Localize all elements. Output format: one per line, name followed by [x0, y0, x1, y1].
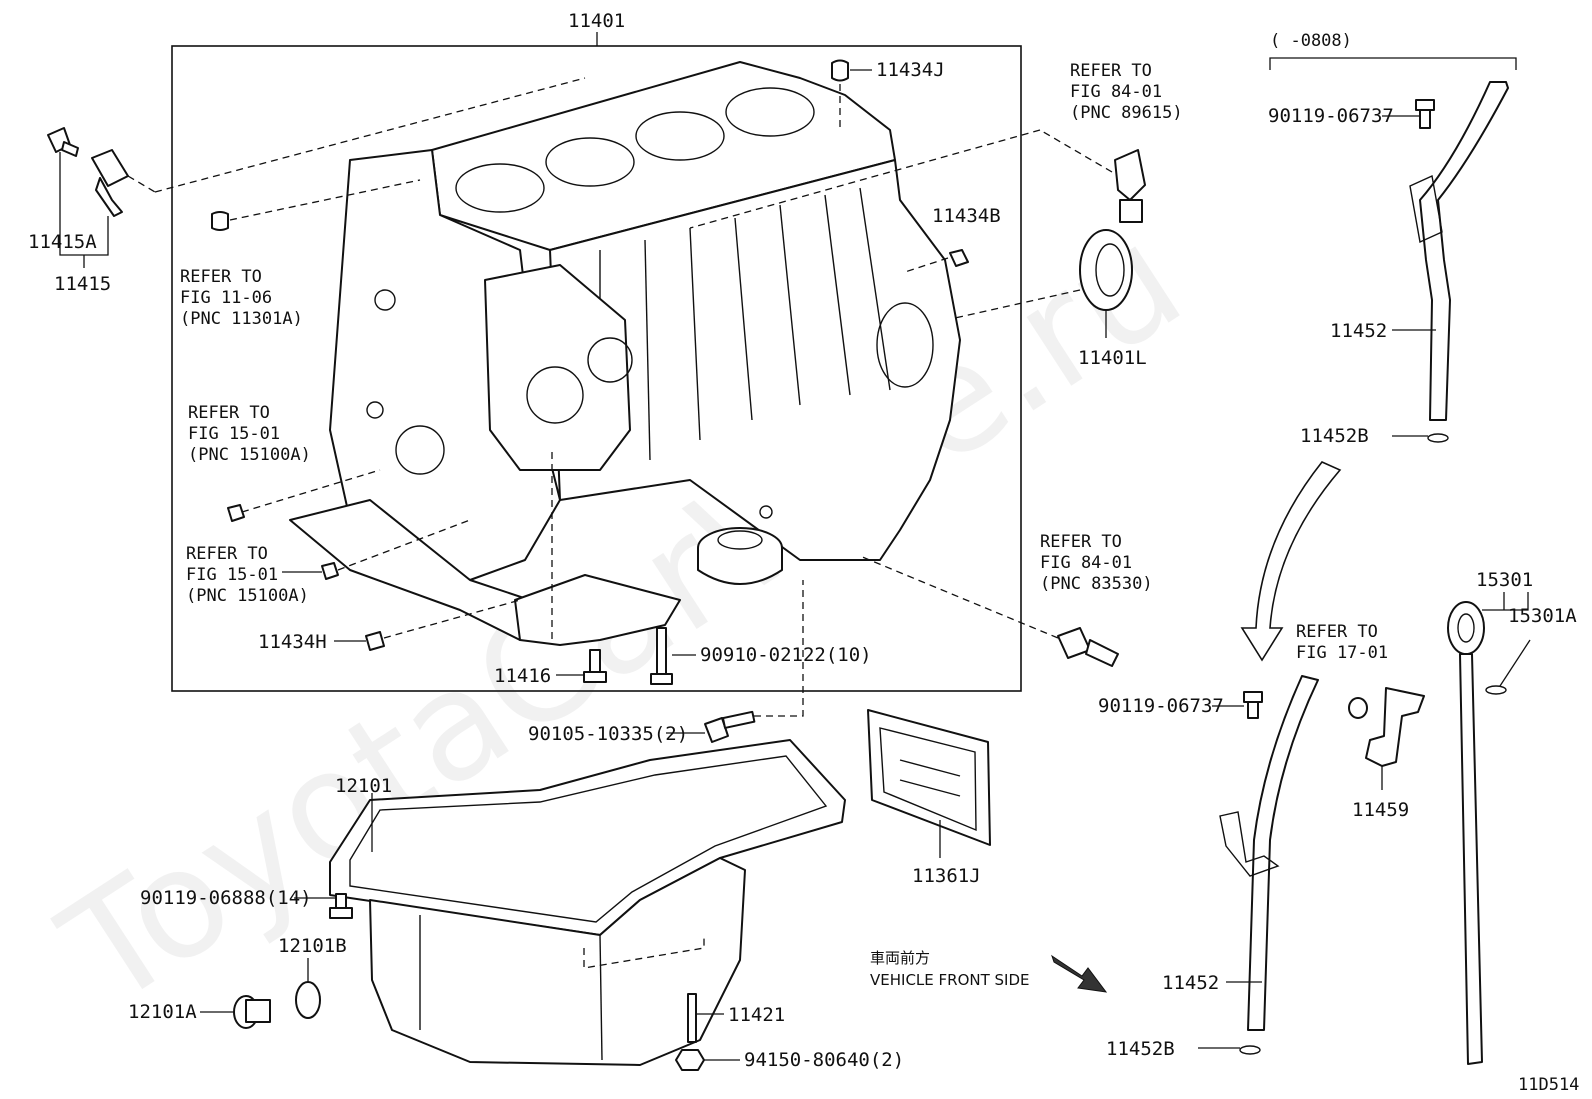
dowel-pin-upper[interactable] — [211, 211, 229, 231]
ref-fig-84-01-lower[interactable]: REFER TO FIG 84-01 (PNC 83530) — [1040, 532, 1153, 594]
knock-sensor[interactable] — [1114, 149, 1146, 223]
ref-line: REFER TO — [186, 544, 268, 564]
label-15301A[interactable]: 15301A — [1508, 605, 1577, 627]
oil-seal-11401L[interactable] — [1079, 229, 1133, 311]
bolt-11416[interactable] — [583, 649, 607, 683]
ref-line: FIG 15-01 — [188, 424, 280, 444]
stud-11421[interactable] — [687, 993, 697, 1043]
fitting-11415A[interactable] — [47, 127, 79, 157]
label-11415A[interactable]: 11415A — [28, 231, 97, 253]
ref-line: REFER TO — [1296, 622, 1378, 642]
figure-code: 11D514 — [1518, 1075, 1579, 1095]
ref-line: FIG 15-01 — [186, 565, 278, 585]
front-side-en: VEHICLE FRONT SIDE — [870, 971, 1030, 989]
date-range-bracket — [1269, 57, 1517, 70]
label-11434H[interactable]: 11434H — [258, 631, 327, 653]
ref-line: (PNC 89615) — [1070, 103, 1183, 123]
drain-plug-12101A[interactable] — [233, 995, 271, 1029]
front-side-jp: 車両前方 — [870, 949, 930, 967]
label-11452-lower[interactable]: 11452 — [1162, 972, 1219, 994]
label-90119-06888[interactable]: 90119-06888(14) — [140, 887, 312, 909]
ref-line: REFER TO — [1040, 532, 1122, 552]
front-arrow-icon — [1051, 954, 1108, 993]
label-11452-upper[interactable]: 11452 — [1330, 320, 1387, 342]
label-11434B[interactable]: 11434B — [932, 205, 1001, 227]
label-12101[interactable]: 12101 — [335, 775, 392, 797]
ref-line: FIG 11-06 — [180, 288, 272, 308]
label-11416[interactable]: 11416 — [494, 665, 551, 687]
label-94150-80640[interactable]: 94150-80640(2) — [744, 1049, 904, 1071]
oil-pan-12101[interactable] — [329, 739, 846, 1066]
bolt-90105-10335[interactable] — [704, 710, 756, 743]
dipstick-15301[interactable] — [1447, 601, 1485, 1065]
ref-line: REFER TO — [188, 403, 270, 423]
ref-fig-15-01-upper[interactable]: REFER TO FIG 15-01 (PNC 15100A) — [188, 403, 311, 465]
label-11452B-upper[interactable]: 11452B — [1300, 425, 1369, 447]
bolt-90119-06737-upper[interactable] — [1415, 99, 1435, 129]
label-12101A[interactable]: 12101A — [128, 1001, 197, 1023]
ref-line: REFER TO — [1070, 61, 1152, 81]
replacement-arrow-icon — [1240, 461, 1342, 662]
ref-line: REFER TO — [180, 267, 262, 287]
ref-line: (PNC 83530) — [1040, 574, 1153, 594]
ref-line: FIG 84-01 — [1070, 82, 1162, 102]
label-11459[interactable]: 11459 — [1352, 799, 1409, 821]
dipstick-guide-lower[interactable] — [1219, 675, 1319, 1031]
label-11401[interactable]: 11401 — [568, 10, 625, 32]
date-range: ( -0808) — [1270, 31, 1352, 51]
ref-line: FIG 17-01 — [1296, 643, 1388, 663]
o-ring-11452B-lower[interactable] — [1239, 1045, 1261, 1055]
label-11434J[interactable]: 11434J — [876, 59, 945, 81]
bolt-90119-06888[interactable] — [329, 893, 353, 919]
ref-line: FIG 84-01 — [1040, 553, 1132, 573]
pin-11434J[interactable] — [831, 59, 849, 82]
dipstick-guide-upper[interactable] — [1409, 81, 1509, 421]
cylinder-block-drawing[interactable] — [289, 61, 961, 646]
cover-11361J[interactable] — [867, 709, 991, 846]
ref-line: (PNC 11301A) — [180, 309, 303, 329]
ref-fig-11-06[interactable]: REFER TO FIG 11-06 (PNC 11301A) — [180, 267, 303, 329]
label-11415[interactable]: 11415 — [54, 273, 111, 295]
ref-line: (PNC 15100A) — [186, 586, 309, 606]
label-90910-02122[interactable]: 90910-02122(10) — [700, 644, 872, 666]
label-12101B[interactable]: 12101B — [278, 935, 347, 957]
pin-11434B[interactable] — [949, 249, 969, 267]
union-11415[interactable] — [91, 149, 129, 217]
dowel-pin-mid[interactable] — [227, 504, 245, 522]
o-ring-11452B-upper[interactable] — [1427, 433, 1449, 443]
label-90119-06737-upper[interactable]: 90119-06737 — [1268, 105, 1394, 127]
label-15301[interactable]: 15301 — [1476, 569, 1533, 591]
washer-12101B[interactable] — [295, 981, 321, 1019]
pin-11434H[interactable] — [365, 631, 385, 651]
ref-fig-84-01-upper[interactable]: REFER TO FIG 84-01 (PNC 89615) — [1070, 61, 1183, 123]
bolt-90119-06737-lower[interactable] — [1243, 691, 1263, 719]
label-11421[interactable]: 11421 — [728, 1004, 785, 1026]
nut-94150-80640[interactable] — [675, 1049, 705, 1071]
dowel-pin-low[interactable] — [321, 562, 339, 580]
label-11452B-lower[interactable]: 11452B — [1106, 1038, 1175, 1060]
oil-pressure-switch[interactable] — [1057, 627, 1119, 667]
ref-fig-15-01-lower[interactable]: REFER TO FIG 15-01 (PNC 15100A) — [186, 544, 309, 606]
ref-fig-17-01[interactable]: REFER TO FIG 17-01 — [1296, 622, 1388, 663]
bolt-90910-02122[interactable] — [650, 627, 673, 685]
ref-line: (PNC 15100A) — [188, 445, 311, 465]
label-11361J[interactable]: 11361J — [912, 865, 981, 887]
o-ring-15301A[interactable] — [1485, 685, 1507, 695]
label-90105-10335[interactable]: 90105-10335(2) — [528, 723, 688, 745]
label-90119-06737-lower[interactable]: 90119-06737 — [1098, 695, 1224, 717]
label-11401L[interactable]: 11401L — [1078, 347, 1147, 369]
clamp-11459[interactable] — [1348, 687, 1425, 767]
